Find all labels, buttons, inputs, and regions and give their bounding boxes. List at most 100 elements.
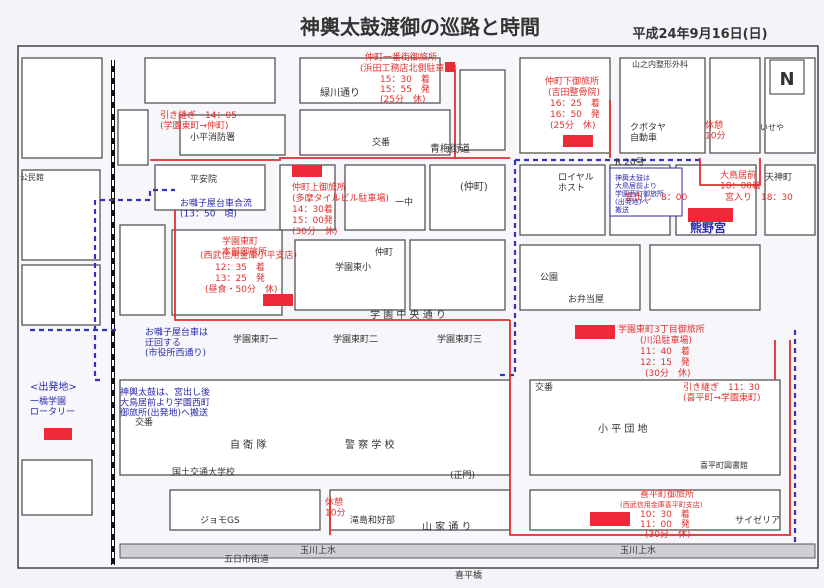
rp2-arrive: 16：25 着 [550,97,600,109]
rp2-sub: (吉田整骨院) [548,86,600,98]
rp3-depart: 15：00発 [292,214,333,226]
landmark-labels: 小平消防署 公民館 平安院 交番 一中 山之内整形外科 学園東小 仲町 公園 お… [20,59,784,581]
label-ryokusen: 緑川通り [320,86,360,99]
label-yamanouchi: 山之内整形外科 [632,59,688,69]
compass-n: N [779,69,794,90]
label-royal-hotel: ロイヤルホスト [558,173,594,193]
start-place: 一橋学園ロータリー [30,395,75,417]
rp4-title: 学園東町本部御旅所 [222,235,267,257]
rp3-title: 仲町上御旅所 [292,181,346,193]
note-hikitsugi1: 引き継ぎ 14：05(学園東町→仲町) [160,109,237,131]
route-blue [30,158,797,545]
route-red [150,70,791,536]
label-kodaira-danchi: 小 平 団 地 [598,422,648,435]
label-koban2: 交番 [535,381,553,393]
marker-nakamachi-ue [292,165,322,177]
label-gakuen-chuo: 学 園 中 央 通 り [370,308,446,321]
label-kominkan: 公民館 [20,172,44,182]
marker-gakuen-3chome [575,325,615,339]
city-blocks [21,57,816,531]
label-yamaie: 山 家 通 り [422,520,472,533]
map-title: 神輿太鼓渡御の巡路と時間 [300,15,540,39]
label-kubotaya: クボタヤ自動車 [630,122,666,143]
label-park: 公園 [540,272,558,283]
marker-gakuen-honbu [263,294,293,306]
label-keisatsu: 警 察 学 校 [345,438,395,451]
label-sazeria: サイゼリア [735,514,780,526]
rp6-rest: (30分 休) [645,528,690,540]
marker-nakamachi-ichiban [445,62,455,72]
rp1-title: 仲町一番街御旅所 [365,51,437,63]
start-label: <出発地> [30,380,77,393]
shrine-miyade: 宮出し 8：00 [625,191,687,203]
label-tamagawa-left: 玉川上水 [300,544,336,556]
label-koban: 交番 [372,136,390,148]
label-nakamachi-dori: (仲町) [460,180,488,193]
rp3-rest: (30分 休) [292,225,337,237]
label-heian-in: 平安院 [190,173,217,185]
rest-point-markers [44,62,733,526]
rp4-arrive: 12：35 着 [215,261,265,273]
compass: N [769,59,805,95]
label-kokudo-univ: 国土交通大学校 [172,466,235,478]
shrine-note: 神輿太鼓は大鳥居前より学園西町御旅所(出発地)へ搬送 [615,173,664,214]
label-route20: R 20号 [615,157,645,168]
shrine-miyairi: 宮入り 18：30 [725,191,793,203]
marker-kihei [590,512,630,526]
rp4-depart: 13：25 発 [215,272,265,284]
rp6-arrive: 10：30 着 [640,508,690,520]
note-start: 神輿太鼓は、宮出し後大鳥居前より学園西町御旅所(出発地)へ搬送 [120,386,210,419]
note-taiko-merge: お囃子屋台車合流(13：50 頃) [180,197,252,219]
rp1-rest: (25分 休) [380,93,425,105]
label-kodaira-police: 小平消防署 [190,131,235,143]
shrine-area: 神輿太鼓は大鳥居前より学園西町御旅所(出発地)へ搬送 熊野宮 宮出し 8：00 … [609,167,793,235]
label-tenjin: 天神町 [765,171,792,183]
notes: 引き継ぎ 14：05(学園東町→仲町) 引き継ぎ 11：30(喜平町→学園東町)… [30,109,761,518]
label-itsukaichi: 五日市街道 [224,553,269,565]
rp2-depart: 16：50 発 [550,108,600,120]
rp5-arrive: 11：40 着 [640,345,690,357]
shrine-name: 熊野宮 [690,220,726,235]
rp2-title: 仲町下御旅所 [545,75,599,87]
rp1-arrive: 15：30 着 [380,73,430,85]
label-jieitai: 自 衛 隊 [230,438,266,451]
map-date: 平成24年9月16日(日) [632,26,767,42]
rp5-rest: (30分 休) [645,367,690,379]
rp4-rest: (昼食・50分 休) [205,283,277,295]
rest-point-texts: 仲町一番街御旅所 (浜田工務店北側駐車場) 15：30 着 15：55 発 (2… [200,51,705,540]
rp3-arrive: 14：30着 [292,203,333,215]
label-ome-kaido: 青梅街道 [430,142,470,155]
label-bentendo: お弁当屋 [568,293,604,305]
tamagawa-josui [119,543,816,559]
label-jomo-gs: ジョモGS [200,516,240,526]
label-kiheibashi: 喜平橋 [455,569,482,581]
rp5-title: 学園東町3丁目御旅所 [618,323,705,335]
rp2-rest: (25分 休) [550,119,595,131]
label-gakuen-higashi2: 学園東町二 [333,333,378,345]
rp1-sub: (浜田工務店北側駐車場) [360,62,457,74]
label-nakamachi: 仲町 [375,246,393,258]
rp3-sub: (多摩タイルビル駐車場) [292,192,389,204]
label-kiheicho-library: 喜平町図書館 [700,460,748,470]
marker-start [44,428,72,440]
label-takishima: 滝島和好部 [350,514,395,526]
label-ise-ya: いせや [760,123,784,132]
marker-shrine [688,208,733,222]
rp6-sub: (西武信用金庫喜平町支店) [620,500,703,509]
label-shomon: (正門) [450,470,475,481]
rp6-title: 喜平町御旅所 [640,488,694,500]
rp5-sub: (川沿駐車場) [640,334,692,346]
rp4-sub: (西武信用金庫小平支店) [200,249,297,261]
label-koban3: 交番 [135,416,153,428]
rp5-depart: 12：15 発 [640,356,690,368]
note-taiko-leave: お囃子屋台車は迂回する(市役所西通り) [145,326,208,359]
label-gakuen-higashi-sho: 学園東小 [335,261,371,273]
label-gakuen-higashi3: 学園東町三 [437,333,482,345]
street-labels: 青梅街道 学 園 中 央 通 り 五日市街道 玉川上水 玉川上水 山 家 通 り… [224,86,792,565]
label-tamagawa-right: 玉川上水 [620,544,656,556]
